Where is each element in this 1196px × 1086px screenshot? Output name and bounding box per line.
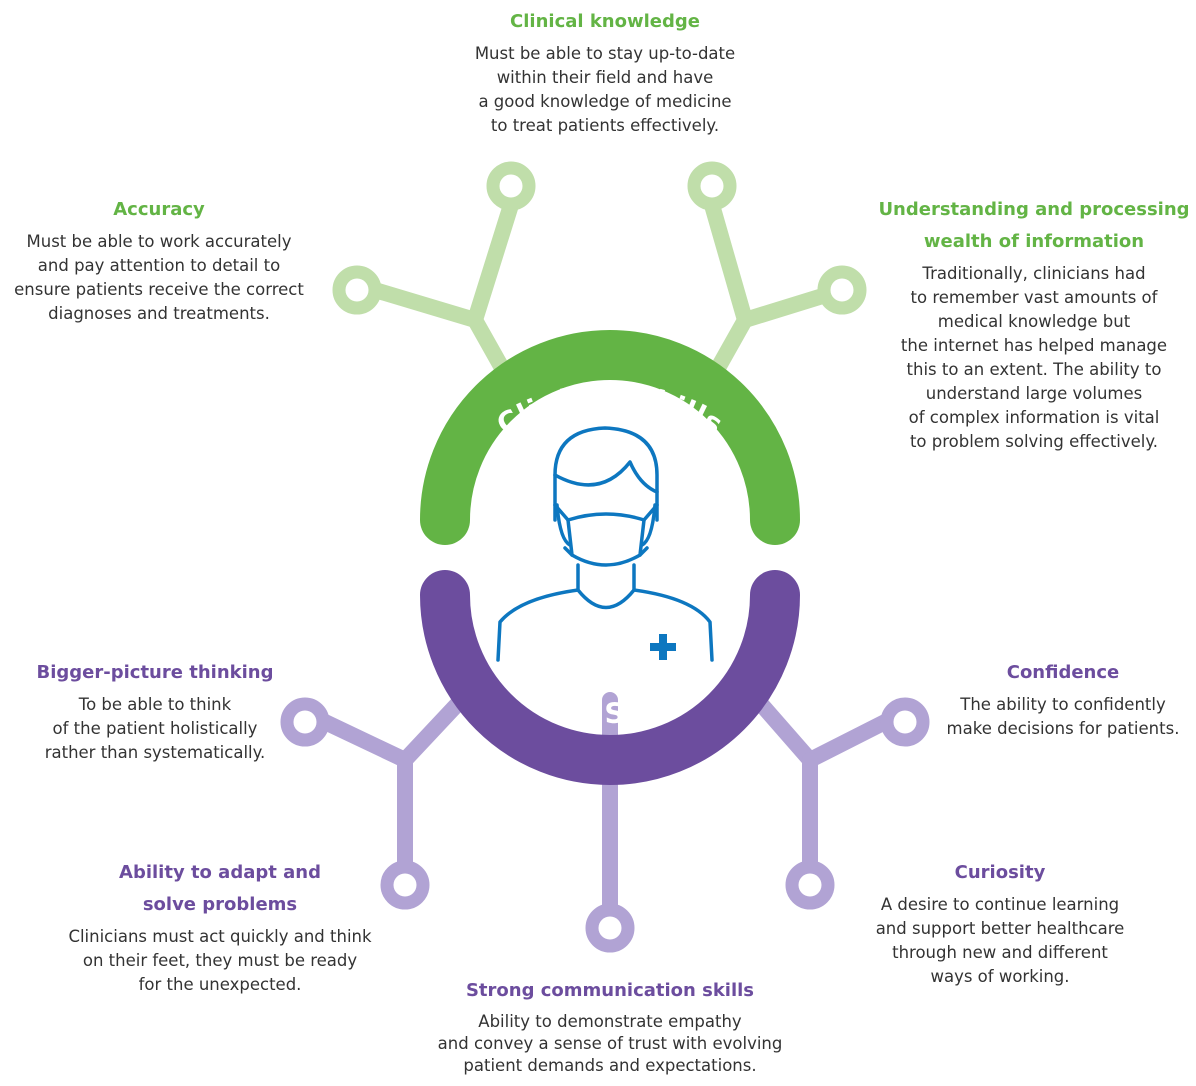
accuracy-line: ensure patients receive the correct [14, 280, 304, 299]
curiosity-line: and support better healthcare [875, 919, 1125, 938]
bigger-picture-line: To be able to think [78, 695, 232, 714]
understanding-title-line: Understanding and processing [878, 199, 1190, 220]
soft-branch-left-side [317, 714, 413, 768]
clinical-skills-arc [420, 330, 800, 545]
clinical-knowledge-line: a good knowledge of medicine [478, 92, 732, 111]
soft-nodes [280, 697, 930, 953]
understanding-line: to problem solving effectively. [909, 432, 1159, 451]
understanding-line: medical knowledge but [937, 312, 1131, 331]
node-communication [585, 903, 635, 953]
communication-title: Strong communication skills [465, 980, 755, 1001]
curiosity-line: through new and different [892, 943, 1108, 962]
communication-line: Ability to demonstrate empathy [478, 1012, 742, 1031]
adapt-title-line: solve problems [142, 894, 298, 915]
curiosity-title: Curiosity [954, 862, 1046, 883]
node-curiosity [785, 860, 835, 910]
adapt-block: Ability to adapt and solve problems Clin… [50, 857, 390, 997]
adapt-title-line: Ability to adapt and [119, 862, 321, 883]
soft-skills-arc [420, 570, 800, 785]
communication-line: and convey a sense of trust with evolvin… [437, 1034, 783, 1053]
node-clinical-knowledge-right [687, 161, 737, 211]
clinical-knowledge-line: within their field and have [496, 68, 714, 87]
understanding-line: this to an extent. The ability to [906, 360, 1162, 379]
clinical-knowledge-line: to treat patients effectively. [490, 116, 720, 135]
accuracy-title: Accuracy [113, 199, 205, 220]
bigger-picture-line: of the patient holistically [52, 719, 258, 738]
adapt-line: Clinicians must act quickly and think [68, 927, 372, 946]
clinician-mask-icon [496, 426, 714, 662]
medical-cross-icon [650, 634, 676, 660]
understanding-line: understand large volumes [925, 384, 1143, 403]
node-clinical-knowledge-left [486, 161, 536, 211]
clinical-knowledge-title: Clinical knowledge [510, 11, 700, 32]
curiosity-block: Curiosity A desire to continue learning … [850, 857, 1150, 989]
curiosity-line: A desire to continue learning [880, 895, 1120, 914]
node-accuracy [332, 265, 382, 315]
accuracy-block: Accuracy Must be able to work accurately… [0, 194, 318, 326]
confidence-block: Confidence The ability to confidently ma… [930, 657, 1196, 741]
communication-block: Strong communication skills Ability to d… [400, 975, 820, 1077]
bigger-picture-line: rather than systematically. [44, 743, 266, 762]
clinical-branch-left-up [467, 197, 519, 328]
adapt-line: on their feet, they must be ready [82, 951, 358, 970]
communication-line: patient demands and expectations. [463, 1056, 757, 1075]
clinical-knowledge-line: Must be able to stay up-to-date [474, 44, 736, 63]
accuracy-line: and pay attention to detail to [37, 256, 281, 275]
node-confidence [880, 697, 930, 747]
node-bigger-picture [280, 697, 330, 747]
clinical-knowledge-block: Clinical knowledge Must be able to stay … [440, 6, 770, 138]
understanding-line: to remember vast amounts of [910, 288, 1158, 307]
confidence-title: Confidence [1006, 662, 1120, 683]
bigger-picture-block: Bigger-picture thinking To be able to th… [10, 657, 300, 765]
confidence-line: The ability to confidently [960, 695, 1166, 714]
soft-branch-right-side [802, 714, 893, 768]
curiosity-line: ways of working. [930, 967, 1070, 986]
bigger-picture-title: Bigger-picture thinking [36, 662, 274, 683]
understanding-line: the internet has helped manage [900, 336, 1168, 355]
clinical-branch-left-side [367, 282, 483, 328]
understanding-block: Understanding and processing wealth of i… [872, 194, 1196, 454]
understanding-line: Traditionally, clinicians had [922, 264, 1146, 283]
understanding-line: of complex information is vital [908, 408, 1160, 427]
understanding-title-line: wealth of information [923, 231, 1145, 252]
clinical-nodes [332, 161, 867, 315]
node-understanding [817, 265, 867, 315]
clinical-branch-right-up [704, 197, 753, 328]
confidence-line: make decisions for patients. [946, 719, 1180, 738]
node-adapt [380, 860, 430, 910]
accuracy-line: Must be able to work accurately [26, 232, 292, 251]
accuracy-line: diagnoses and treatments. [48, 304, 270, 323]
adapt-line: for the unexpected. [138, 975, 302, 994]
